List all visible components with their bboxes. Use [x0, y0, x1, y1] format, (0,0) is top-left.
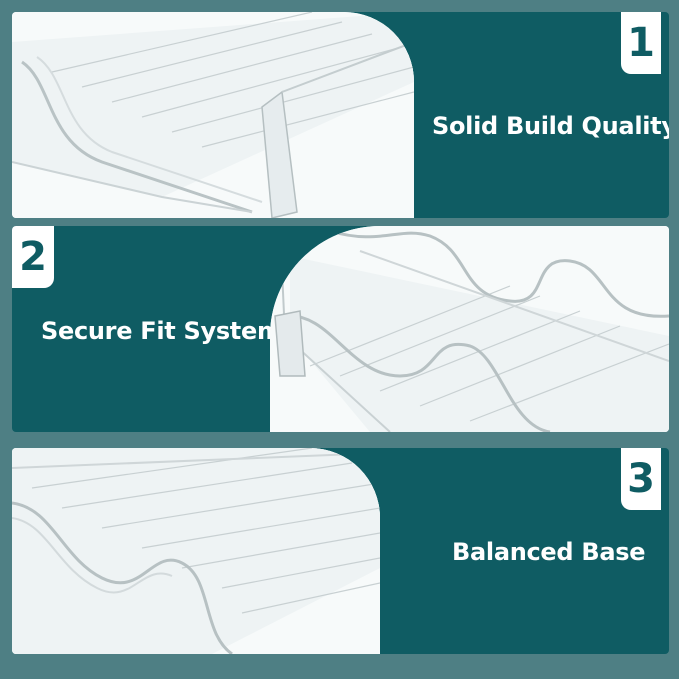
feature-panel-2: 2 Secure Fit System: [12, 226, 669, 432]
clear-rack-image: [12, 448, 380, 654]
product-photo-secure-fit: [270, 226, 669, 432]
clear-rack-image: [12, 12, 414, 218]
feature-number-badge: 3: [621, 448, 661, 510]
feature-title: Solid Build Quality: [432, 112, 669, 140]
feature-number-badge: 1: [621, 12, 661, 74]
clear-rack-image: [270, 226, 669, 432]
feature-panel-1: 1 Solid Build Quality: [12, 12, 669, 218]
product-photo-balanced-base: [12, 448, 380, 654]
product-photo-solid-build: [12, 12, 414, 218]
feature-number-badge: 2: [12, 226, 54, 288]
feature-title: Secure Fit System: [41, 317, 282, 345]
feature-panel-3: 3 Balanced Base: [12, 448, 669, 654]
feature-title: Balanced Base: [452, 538, 646, 566]
